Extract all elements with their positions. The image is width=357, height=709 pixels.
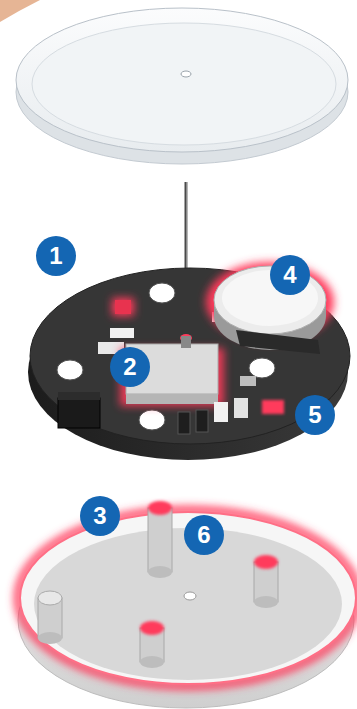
callout-number: 1 <box>36 236 76 276</box>
background-hint <box>0 0 40 22</box>
callout-number: 6 <box>184 515 224 555</box>
callout-number: 4 <box>270 255 310 295</box>
callout-number: 2 <box>110 347 150 387</box>
callout-number: 5 <box>295 395 335 435</box>
bottom-housing <box>18 501 357 708</box>
clear-lid <box>16 8 348 164</box>
callout-number: 3 <box>80 496 120 536</box>
circuit-board <box>28 262 350 460</box>
